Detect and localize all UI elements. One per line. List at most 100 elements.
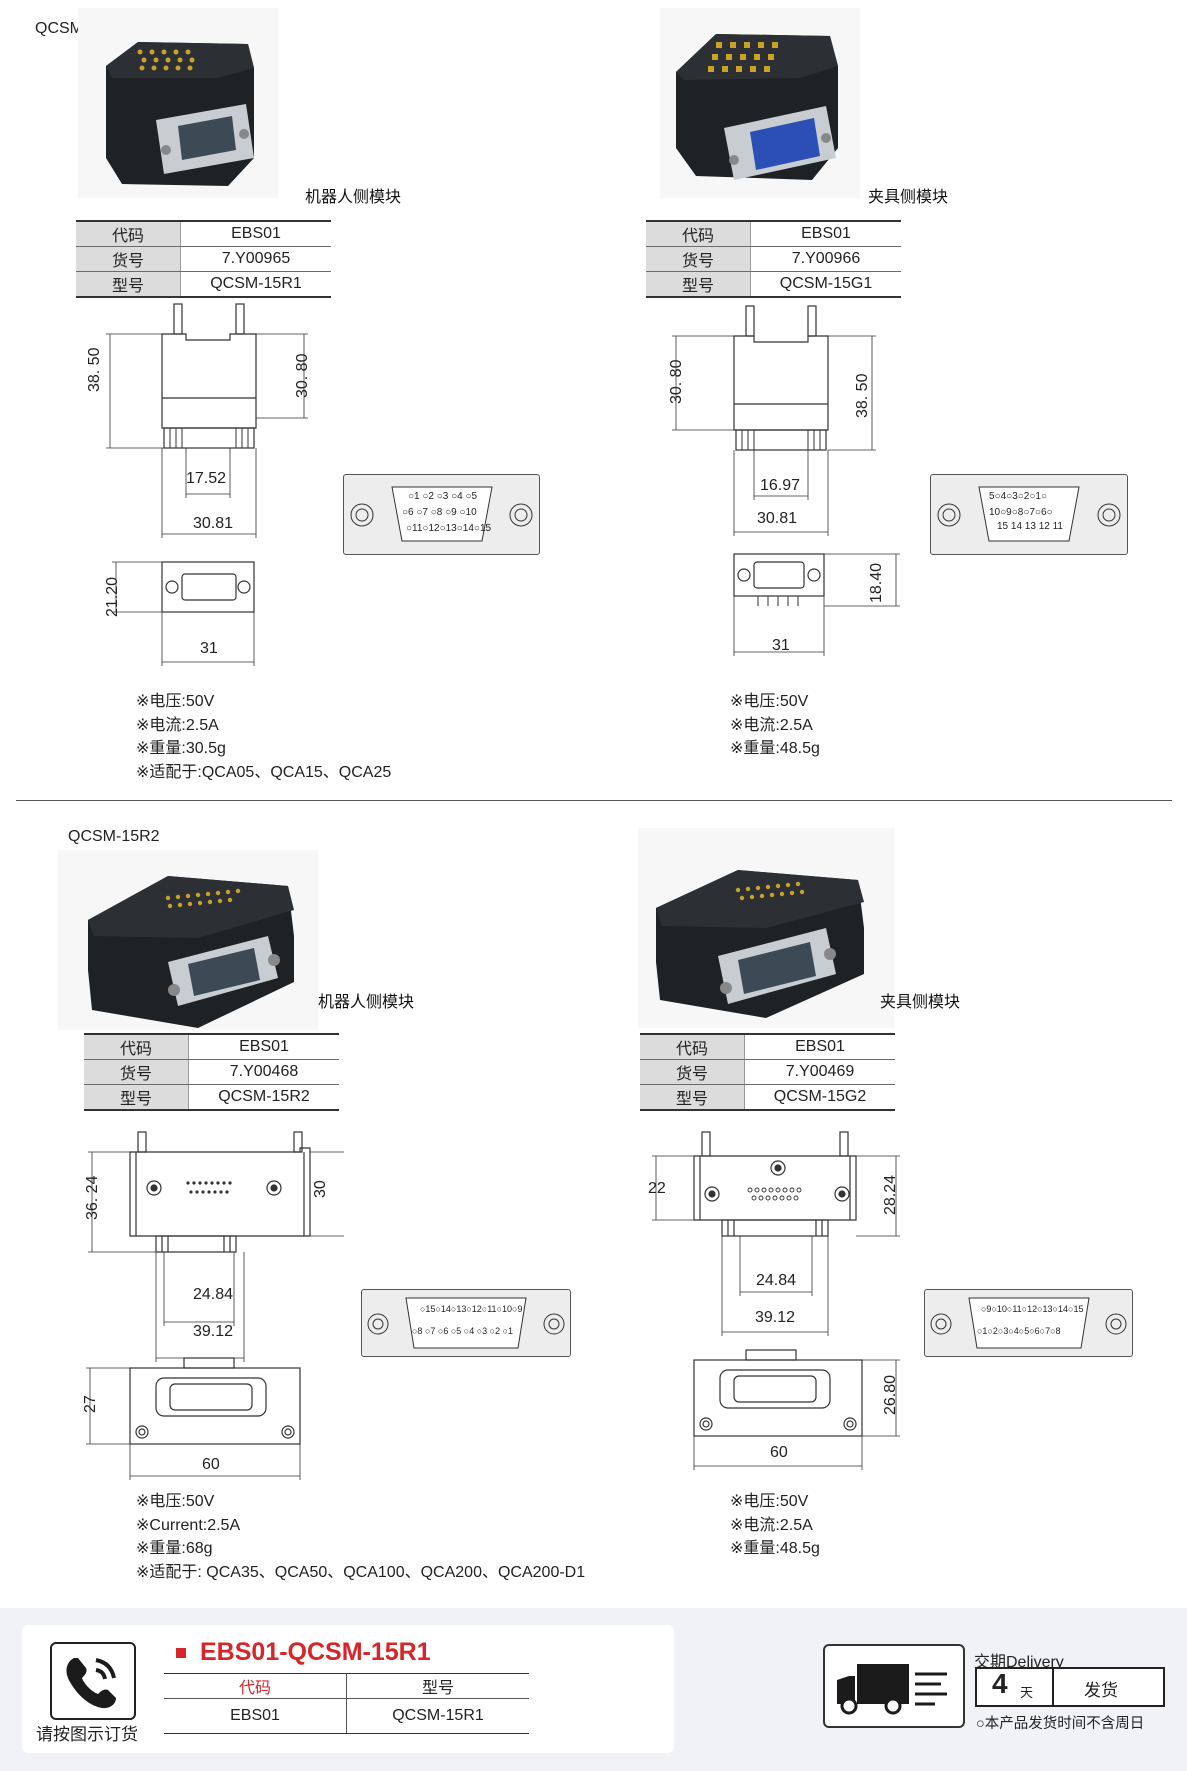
spec-value: EBS01 <box>744 1033 895 1060</box>
delivery-action: 发货 <box>1084 1681 1118 1700</box>
pin-row: 10○9○8○7○6○ <box>989 507 1053 518</box>
dim-bottom-width: 60 <box>202 1456 220 1473</box>
pin-layout-g2: ○9○10○11○12○13○14○15 ○1○2○3○4○5○6○7○8 <box>924 1289 1133 1357</box>
pin-row: ○9○10○11○12○13○14○15 <box>981 1304 1084 1314</box>
spec-key: 代码 <box>640 1033 745 1060</box>
notes-g2: ※电压:50V ※电流:2.5A ※重量:48.5g <box>730 1490 820 1561</box>
note-current: ※电流:2.5A <box>730 1516 813 1534</box>
dim-bottom-height: 27 <box>82 1395 99 1413</box>
spec-key: 型号 <box>646 271 751 298</box>
order-instruction: 请按图示订货 <box>36 1725 138 1744</box>
dim-width-outer: 39.12 <box>193 1323 234 1340</box>
order-header-model: 型号 <box>346 1673 529 1699</box>
dim-width-outer: 30.81 <box>193 515 234 532</box>
photo-qcsm-15r2 <box>58 850 318 1030</box>
truck-icon <box>837 1664 947 1715</box>
delivery-note: ○本产品发货时间不含周日 <box>976 1716 1145 1732</box>
drawing-side-g1 <box>672 305 876 536</box>
dim-side-height: 38. 50 <box>854 373 871 418</box>
dim-width-inner: 24.84 <box>193 1286 234 1303</box>
spec-value: 7.Y00965 <box>180 246 331 272</box>
delivery-days: 4 <box>992 1668 1008 1699</box>
spec-key: 代码 <box>646 220 751 247</box>
pin-row: 15 14 13 12 11 <box>997 521 1063 532</box>
note-weight: ※重量:68g <box>136 1540 213 1557</box>
dim-bottom-height: 18.40 <box>868 562 885 603</box>
notes-r2: ※电压:50V ※Current:2.5A ※重量:68g ※适配于: QCA3… <box>136 1490 585 1584</box>
note-weight: ※重量:48.5g <box>730 740 820 757</box>
model-heading-r2: QCSM-15R2 <box>68 828 160 845</box>
spec-value: EBS01 <box>750 220 901 247</box>
caption-g1: 夹具侧模块 <box>868 189 949 206</box>
spec-key: 货号 <box>84 1059 189 1085</box>
spec-value: QCSM-15G1 <box>750 271 901 298</box>
dim-side-inner: 30. 80 <box>668 359 685 404</box>
dim-side-height: 38. 50 <box>86 347 103 392</box>
spec-value: QCSM-15R1 <box>180 271 331 298</box>
note-voltage: ※电压:50V <box>136 1493 215 1510</box>
pin-row: 5○4○3○2○1○ <box>989 491 1048 502</box>
caption-g2: 夹具侧模块 <box>880 994 961 1011</box>
dim-width-inner: 16.97 <box>760 477 801 494</box>
note-compat: ※适配于: QCA35、QCA50、QCA100、QCA200、QCA200-D… <box>136 1563 586 1581</box>
spec-key: 型号 <box>84 1084 189 1111</box>
title-bullet <box>176 1648 186 1658</box>
pin-row: ○6 ○7 ○8 ○9 ○10 <box>402 507 477 518</box>
pin-row: ○11○12○13○14○15 <box>406 523 492 534</box>
caption-r1: 机器人侧模块 <box>305 189 402 206</box>
note-current: ※电流:2.5A <box>730 716 813 734</box>
spec-value: EBS01 <box>180 220 331 247</box>
spec-key: 货号 <box>76 246 181 272</box>
notes-r1: ※电压:50V ※电流:2.5A ※重量:30.5g ※适配于:QCA05、QC… <box>136 690 391 784</box>
spec-value: QCSM-15G2 <box>744 1084 895 1111</box>
dim-bottom-height: 21.20 <box>104 576 121 617</box>
photo-qcsm-15g2 <box>638 828 894 1028</box>
dim-bottom-width: 31 <box>772 637 790 654</box>
note-voltage: ※电压:50V <box>136 693 215 710</box>
dim-side-height: 36. 24 <box>84 1175 101 1220</box>
order-value-model: QCSM-15R1 <box>346 1698 529 1734</box>
truck-icon-box <box>823 1644 965 1728</box>
dim-bottom-height: 26.80 <box>882 1374 899 1415</box>
spec-value: QCSM-15R2 <box>188 1084 339 1111</box>
caption-r2: 机器人侧模块 <box>318 994 415 1011</box>
dim-width-inner: 24.84 <box>756 1272 797 1289</box>
part-number-title: EBS01-QCSM-15R1 <box>200 1638 431 1666</box>
spec-key: 代码 <box>76 220 181 247</box>
drawing-bottom-r1 <box>112 561 255 666</box>
spec-key: 型号 <box>640 1084 745 1111</box>
spec-key: 货号 <box>640 1059 745 1085</box>
drawing-side-r1 <box>106 303 308 538</box>
pin-layout-r2: ○15○14○13○12○11○10○9 ○8 ○7 ○6 ○5 ○4 ○3 ○… <box>361 1289 571 1357</box>
note-current: ※Current:2.5A <box>136 1516 241 1534</box>
pin-layout-r1: ○1 ○2 ○3 ○4 ○5 ○6 ○7 ○8 ○9 ○10 ○11○12○13… <box>343 474 540 555</box>
delivery-label: 交期Delivery <box>974 1654 1064 1671</box>
spec-key: 代码 <box>84 1033 189 1060</box>
dim-side-height: 28.24 <box>882 1174 899 1215</box>
order-header-code: 代码 <box>164 1673 347 1699</box>
note-compat: ※适配于:QCA05、QCA15、QCA25 <box>136 763 392 781</box>
pin-row: ○1 ○2 ○3 ○4 ○5 <box>408 491 478 502</box>
dim-side-inner: 22 <box>648 1180 666 1197</box>
drawing-bottom-g1 <box>733 553 900 656</box>
photo-qcsm-15r1 <box>78 8 278 198</box>
dim-side-inner: 30 <box>312 1180 329 1198</box>
pin-row: ○8 ○7 ○6 ○5 ○4 ○3 ○2 ○1 <box>412 1326 514 1336</box>
note-current: ※电流:2.5A <box>136 716 219 734</box>
drawing-bottom-r2 <box>86 1357 301 1480</box>
pin-row: ○1○2○3○4○5○6○7○8 <box>977 1326 1061 1336</box>
spec-value: 7.Y00468 <box>188 1059 339 1085</box>
spec-key: 型号 <box>76 271 181 298</box>
dim-bottom-width: 31 <box>200 640 218 657</box>
order-value-code: EBS01 <box>164 1698 347 1734</box>
dim-width-outer: 30.81 <box>757 510 798 527</box>
spec-value: 7.Y00469 <box>744 1059 895 1085</box>
photo-qcsm-15g1 <box>660 8 860 198</box>
pin-layout-g1: 5○4○3○2○1○ 10○9○8○7○6○ 15 14 13 12 11 <box>930 474 1128 555</box>
dim-width-outer: 39.12 <box>755 1309 796 1326</box>
notes-g1: ※电压:50V ※电流:2.5A ※重量:48.5g <box>730 690 820 761</box>
dim-side-inner: 30. 80 <box>294 353 311 398</box>
